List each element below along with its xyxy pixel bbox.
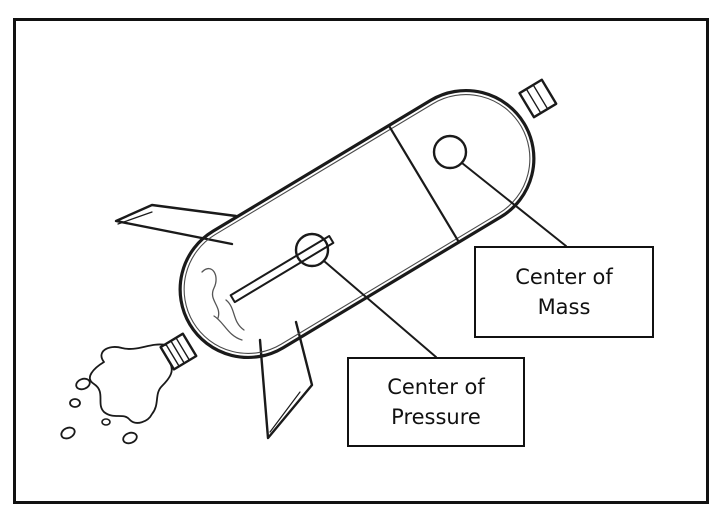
water-inside — [201, 267, 245, 341]
water-exhaust — [89, 343, 173, 424]
nozzle — [159, 332, 198, 371]
water-droplet — [101, 418, 111, 426]
center-of-pressure-marker — [294, 232, 330, 268]
center-of-mass-marker — [432, 134, 468, 170]
lower-fin — [258, 320, 314, 440]
bottle-body — [178, 88, 536, 360]
center-of-pressure-line2: Pressure — [391, 405, 481, 429]
launch-tube — [229, 235, 335, 304]
center-of-pressure-label: Center of Pressure — [347, 357, 525, 447]
center-of-mass-line1: Center of — [515, 265, 613, 289]
center-of-pressure-leader — [323, 260, 437, 358]
bottle-cap — [518, 78, 558, 119]
upper-fin — [114, 203, 238, 246]
water-droplet — [75, 377, 91, 391]
center-of-pressure-line1: Center of — [387, 375, 485, 399]
center-of-mass-label: Center of Mass — [474, 246, 654, 338]
water-droplet — [122, 431, 138, 445]
center-of-mass-line2: Mass — [537, 295, 591, 319]
water-droplet — [69, 398, 81, 408]
water-droplet — [60, 426, 76, 440]
center-of-mass-leader — [461, 162, 567, 247]
bottle-seam — [388, 126, 459, 242]
